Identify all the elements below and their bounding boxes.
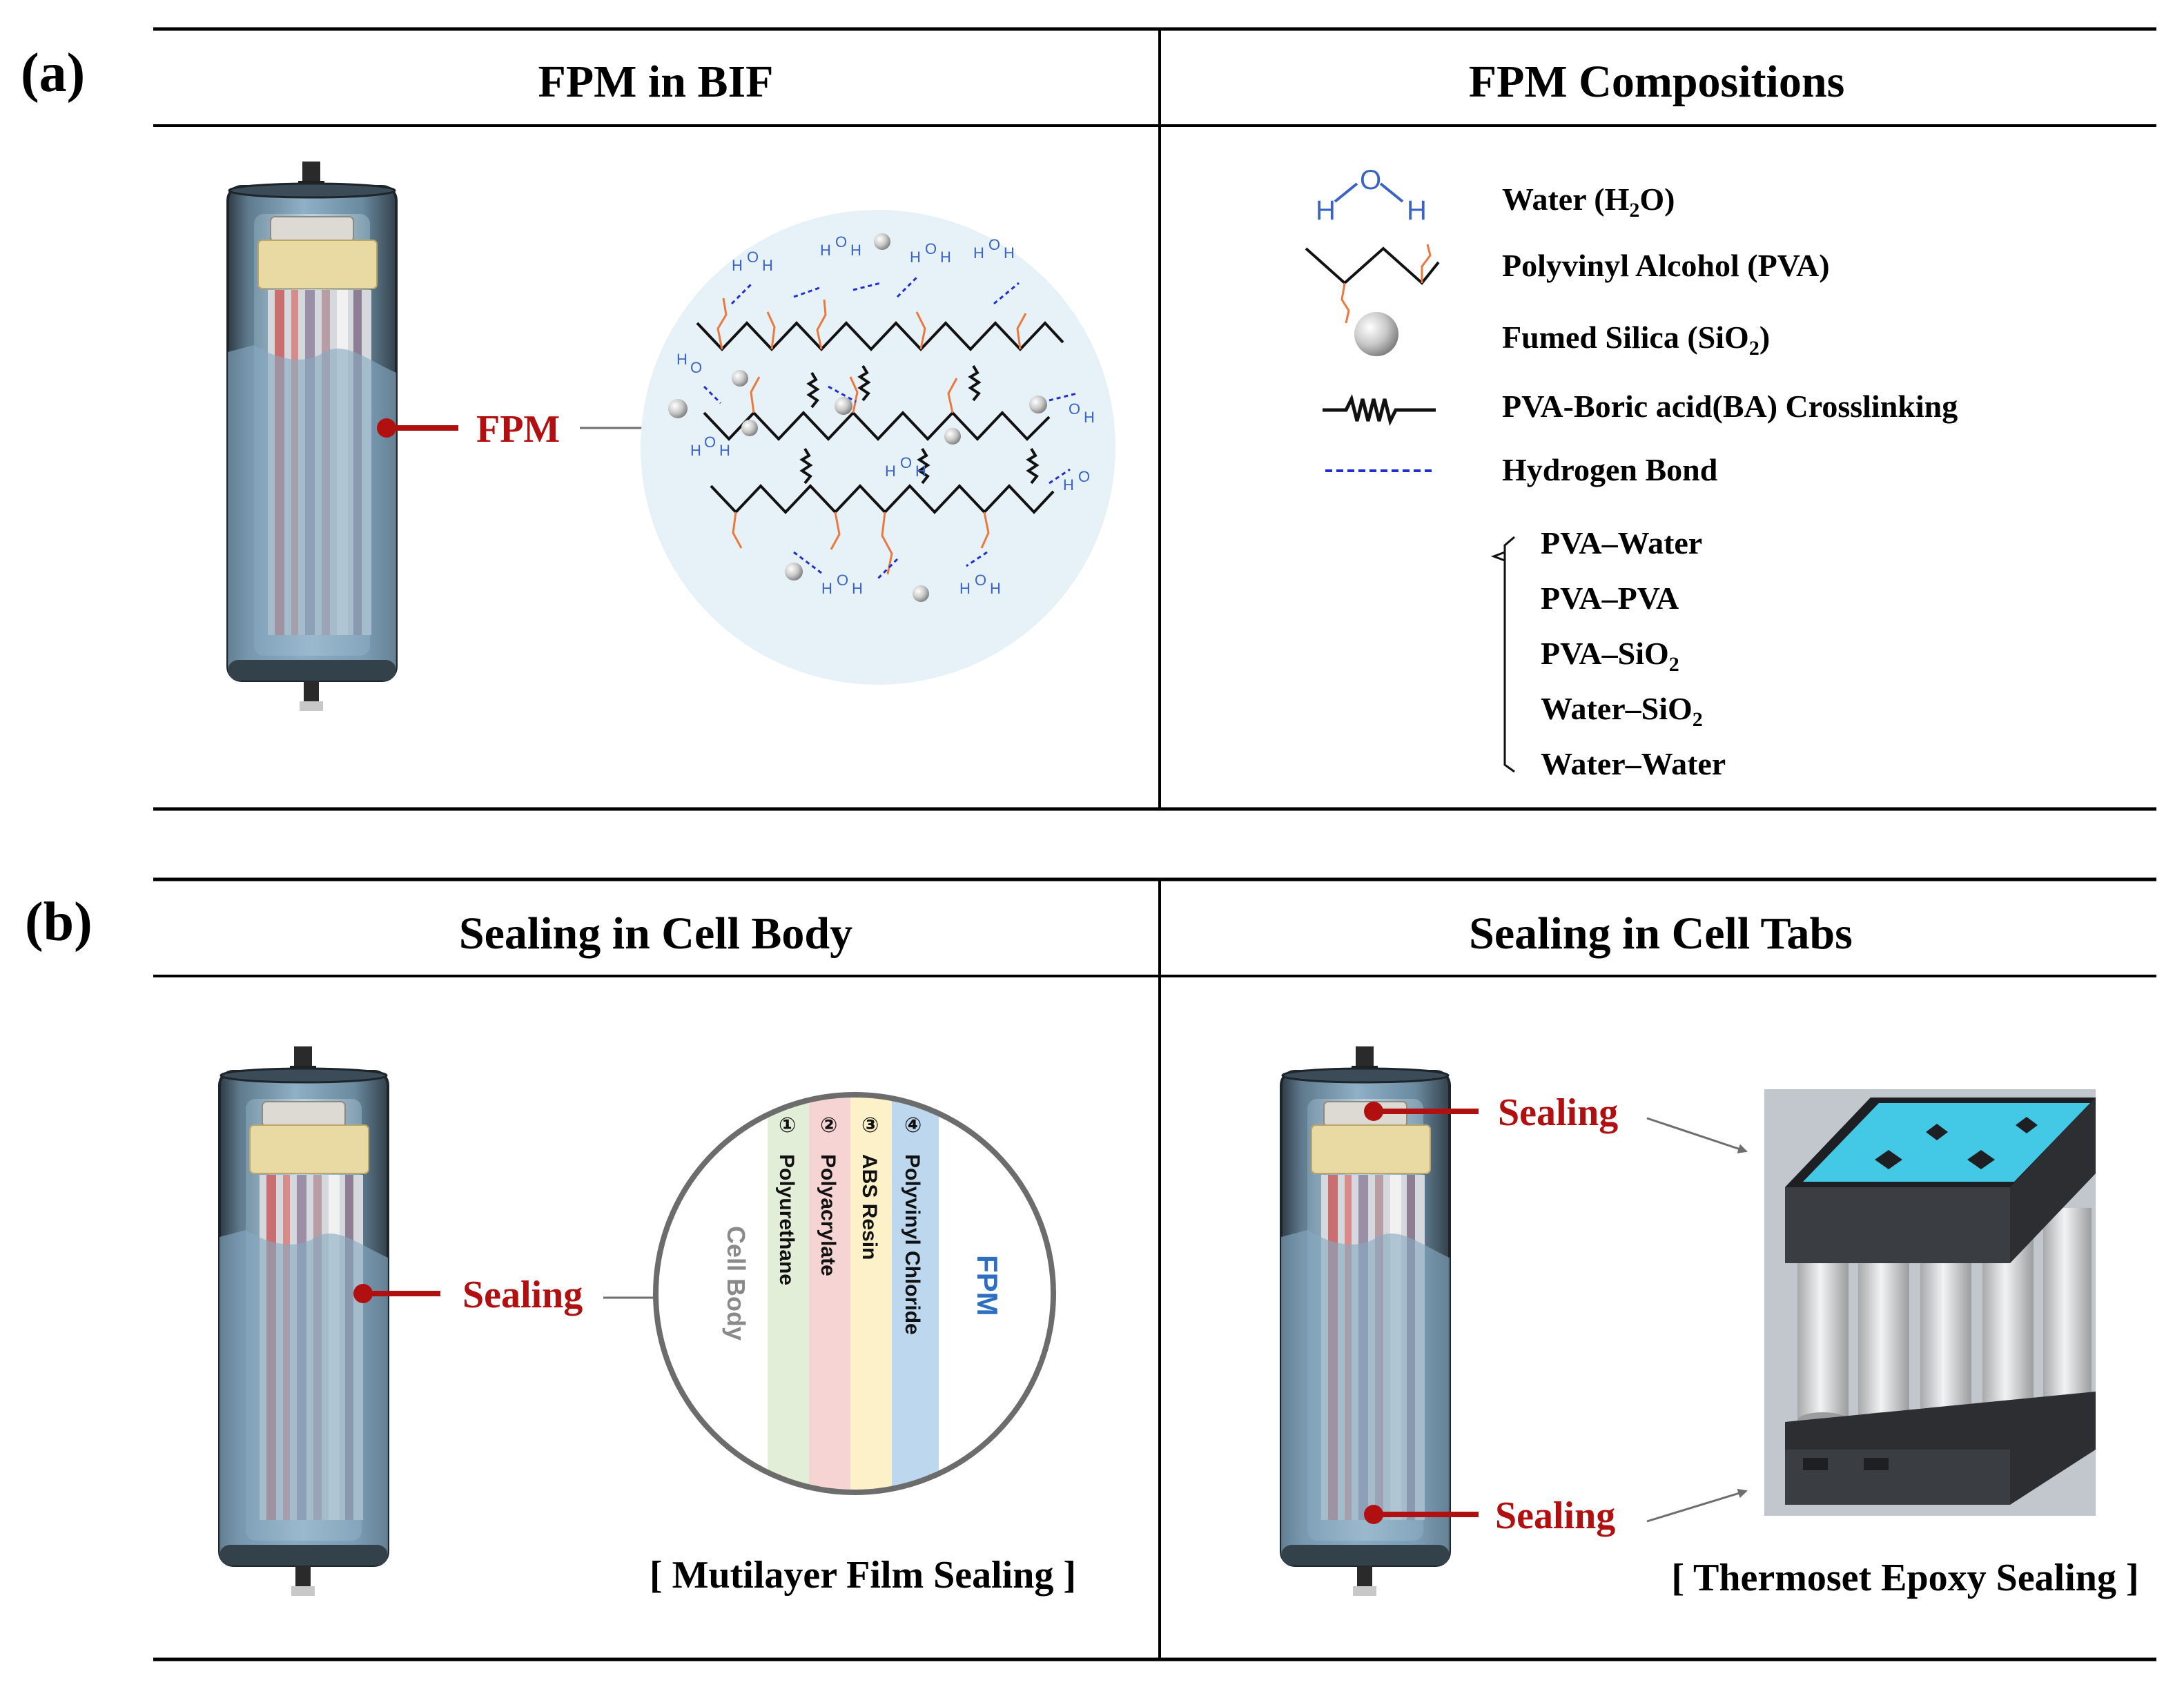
svg-text:H: H xyxy=(732,257,743,274)
hbond-type-item: PVA–PVA xyxy=(1541,581,1679,616)
multilayer-film-caption: [ Mutilayer Film Sealing ] xyxy=(650,1554,1076,1597)
svg-text:H: H xyxy=(915,462,926,480)
film-layer-number: ④ xyxy=(904,1114,922,1137)
panel-a: (a) FPM in BIF FPM Compositions FPM xyxy=(21,27,2156,811)
svg-text:H: H xyxy=(762,257,773,274)
svg-text:H: H xyxy=(690,442,701,459)
tab-sealing-callout-bottom: Sealing xyxy=(1364,1488,1748,1537)
body-sealing-label: Sealing xyxy=(462,1274,583,1316)
svg-text:O: O xyxy=(837,572,848,589)
svg-text:O: O xyxy=(1069,400,1080,418)
epoxy-caption: [ Thermoset Epoxy Sealing ] xyxy=(1671,1557,2138,1599)
svg-text:O: O xyxy=(925,240,937,257)
fpm-callout-label: FPM xyxy=(476,408,560,451)
multilayer-film-diagram: ① ② ③ ④ Polyurethane Polyacrylate ABS Re… xyxy=(653,1092,1056,1495)
hbond-types-bracket xyxy=(1503,536,1515,773)
svg-text:H: H xyxy=(910,248,921,266)
sealing-cell-body-title: Sealing in Cell Body xyxy=(459,908,852,959)
hbond-type-item: PVA–Water xyxy=(1541,525,1702,560)
svg-text:H: H xyxy=(821,580,832,597)
svg-text:H: H xyxy=(940,248,951,266)
fpm-in-bif-title: FPM in BIF xyxy=(538,57,774,107)
tab-sealing-label-top: Sealing xyxy=(1498,1091,1618,1134)
sealing-cell-tabs-title: Sealing in Cell Tabs xyxy=(1469,908,1853,959)
legend-pva: Polyvinyl Alcohol (PVA) xyxy=(1502,248,1830,283)
svg-text:H: H xyxy=(1004,244,1015,262)
top-epoxy-frame xyxy=(1785,1098,2096,1263)
film-layer-polyurethane xyxy=(768,1095,809,1492)
bottom-epoxy-frame xyxy=(1785,1392,2096,1505)
film-layer-abs-resin xyxy=(850,1095,892,1492)
svg-text:H: H xyxy=(719,442,730,459)
fumed-silica-icon xyxy=(1354,312,1398,356)
svg-text:O: O xyxy=(1078,468,1090,485)
svg-text:O: O xyxy=(747,248,759,266)
tab-sealing-callout-top: Sealing xyxy=(1364,1091,1748,1153)
body-sealing-callout: Sealing xyxy=(353,1274,701,1316)
film-layer-polyacrylate xyxy=(809,1095,850,1492)
epoxy-module-render xyxy=(1764,1089,2096,1516)
panel-b: (b) Sealing in Cell Body Sealing in Cell… xyxy=(25,877,2156,1661)
water-molecule-icon: H O H xyxy=(1316,165,1427,226)
svg-text:H: H xyxy=(1084,409,1095,426)
battery-cell-icon xyxy=(226,160,398,712)
svg-text:O: O xyxy=(835,233,847,251)
svg-text:H: H xyxy=(1407,195,1427,226)
hbond-type-item: Water–Water xyxy=(1541,746,1726,781)
legend-silica: Fumed Silica (SiO2) xyxy=(1502,320,1770,360)
svg-text:H: H xyxy=(1063,476,1074,494)
svg-text:O: O xyxy=(690,359,702,376)
composition-legend: H O H Water (H2O) Polyvinyl Alcohol (PVA… xyxy=(1305,165,1958,781)
fpm-compositions-title: FPM Compositions xyxy=(1469,57,1845,107)
sealant-cyan xyxy=(1803,1103,2090,1182)
panel-b-label: (b) xyxy=(25,892,92,953)
tab-sealing-label-bottom: Sealing xyxy=(1495,1494,1615,1537)
svg-text:O: O xyxy=(1360,165,1381,195)
svg-text:H: H xyxy=(852,580,863,597)
film-layer-name: Polyurethane xyxy=(775,1154,798,1285)
svg-text:H: H xyxy=(676,351,688,368)
svg-text:H: H xyxy=(885,462,896,480)
film-layer-pvc xyxy=(892,1095,939,1492)
hbond-type-item: Water–SiO2 xyxy=(1541,691,1703,731)
pva-chain-icon xyxy=(1305,244,1440,324)
hbond-type-item: PVA–SiO2 xyxy=(1541,636,1679,676)
svg-text:H: H xyxy=(959,580,971,597)
svg-text:H: H xyxy=(820,242,831,259)
film-fpm-label: FPM xyxy=(971,1255,1004,1316)
legend-crosslink: PVA-Boric acid(BA) Crosslinking xyxy=(1502,389,1958,424)
svg-text:O: O xyxy=(975,572,986,589)
battery-cell-icon xyxy=(218,1045,389,1597)
fpm-callout: FPM xyxy=(377,408,696,451)
film-layer-number: ② xyxy=(820,1114,837,1137)
svg-text:O: O xyxy=(988,236,1000,253)
svg-text:H: H xyxy=(1316,195,1336,226)
svg-text:H: H xyxy=(850,242,861,259)
legend-water: Water (H2O) xyxy=(1502,182,1675,222)
panel-a-label: (a) xyxy=(21,43,85,104)
svg-text:O: O xyxy=(704,433,716,451)
film-layer-name: ABS Resin xyxy=(858,1154,881,1260)
film-layer-number: ① xyxy=(779,1114,796,1137)
film-layer-number: ③ xyxy=(861,1114,879,1137)
film-layer-name: Polyacrylate xyxy=(817,1154,839,1276)
film-cell-body-label: Cell Body xyxy=(722,1226,750,1340)
crosslink-spring-icon xyxy=(1323,393,1436,427)
svg-text:H: H xyxy=(990,580,1001,597)
svg-text:O: O xyxy=(900,454,912,471)
svg-text:H: H xyxy=(973,244,984,262)
hbond-type-list: PVA–Water PVA–PVA PVA–SiO2 Water–SiO2 Wa… xyxy=(1541,525,1726,781)
film-layer-name: Polyvinyl Chloride xyxy=(901,1154,924,1335)
legend-hydrogen-bond: Hydrogen Bond xyxy=(1502,452,1718,487)
